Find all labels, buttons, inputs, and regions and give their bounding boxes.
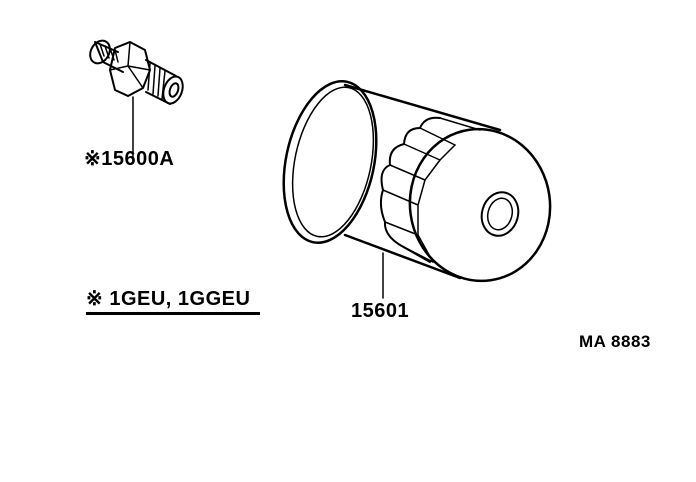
part-label-15600a: ※15600A — [84, 148, 175, 170]
figure-code: MA 8883 — [579, 332, 651, 351]
engine-applicability-note: ※ 1GEU, 1GGEU — [86, 288, 251, 310]
note-underline — [86, 312, 260, 315]
union-fitting-drawing — [89, 39, 184, 161]
part-label-15601: 15601 — [351, 300, 410, 322]
oil-filter-drawing — [282, 80, 552, 299]
